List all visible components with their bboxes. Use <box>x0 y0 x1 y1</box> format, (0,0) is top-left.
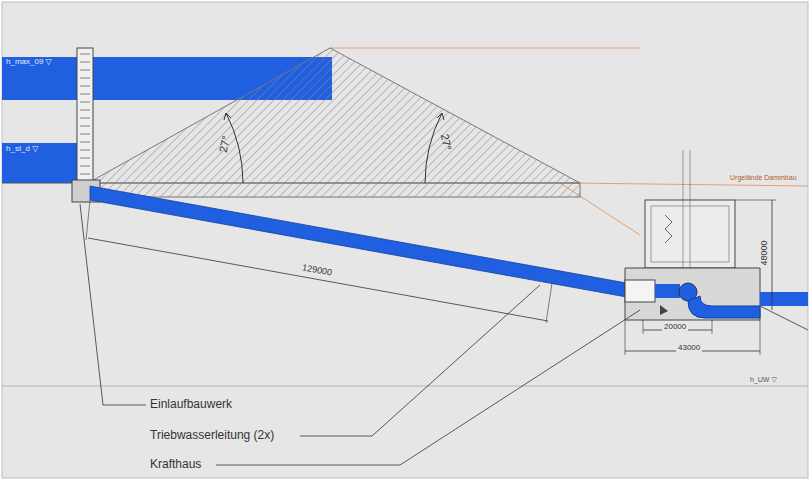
leader-line <box>80 204 146 405</box>
intake-tower <box>77 48 93 198</box>
inlet-pipe <box>655 284 680 298</box>
extension-line <box>760 320 761 355</box>
penstock <box>90 186 632 298</box>
part-name: Krafthaus <box>148 458 203 471</box>
tower-ladder <box>80 54 90 174</box>
terrain-label: Urgelände Dammbau <box>728 174 799 182</box>
terrain-line <box>570 183 808 186</box>
water-level: h_max_09 ▽ <box>4 58 54 67</box>
valve-chamber <box>625 280 655 302</box>
leader-line <box>216 310 640 465</box>
part-name: Triebwasserleitung (2x) <box>148 429 276 442</box>
tailwater-bank <box>760 306 808 330</box>
dimension-line <box>88 238 548 321</box>
part-name: Einlaufbauwerk <box>148 398 234 411</box>
crane-symbol <box>665 215 672 243</box>
dam-foundation <box>93 183 580 197</box>
extension-line <box>712 320 713 334</box>
water-level: h_st_d ▽ <box>4 145 40 154</box>
dam-body <box>88 48 580 183</box>
tailwater <box>760 292 808 306</box>
extension-line <box>625 320 626 355</box>
dimension-label: 43000 <box>676 344 702 353</box>
equipment-symbol <box>660 305 668 315</box>
level-mark: h_UW ▽ <box>748 376 779 384</box>
angle-arc <box>425 113 442 183</box>
dimension-label: 48000 <box>760 238 770 267</box>
reference-line <box>2 386 808 387</box>
leader-line <box>300 285 540 436</box>
arrowhead <box>224 113 231 120</box>
dimension-line <box>772 200 773 310</box>
draft-tube <box>688 296 760 318</box>
terrain-line <box>330 48 640 49</box>
dimension-label: 20000 <box>662 323 688 332</box>
extension-line <box>86 200 90 240</box>
powerhouse-substructure <box>625 268 760 320</box>
extension-line <box>643 320 644 334</box>
reservoir-operating-level <box>2 143 82 183</box>
extension-line <box>735 200 776 201</box>
extension-line <box>546 283 552 323</box>
arrowhead <box>437 113 444 120</box>
